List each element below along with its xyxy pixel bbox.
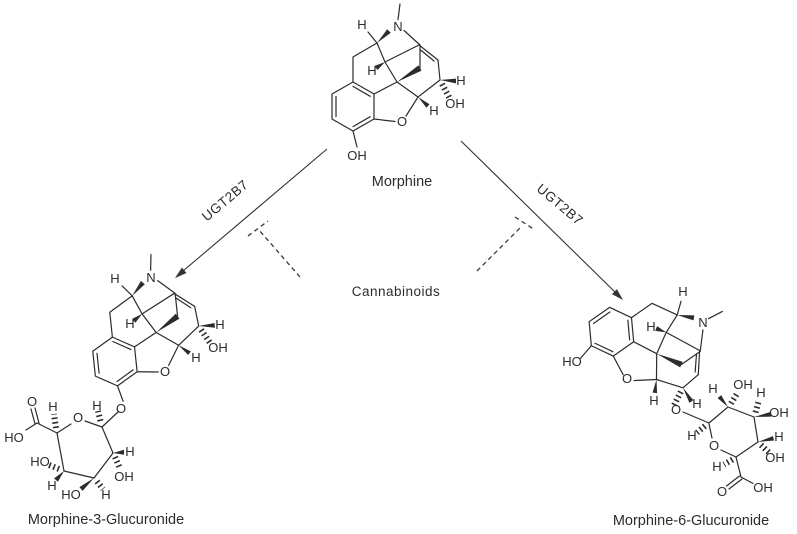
atom-label-H: H (367, 63, 376, 78)
atom-label-H: H (101, 487, 110, 502)
atom-label-O: O (27, 394, 37, 409)
ugt2b7-left-label: UGT2B7 (199, 177, 251, 224)
m6g-skeleton (566, 256, 754, 440)
atom-label-O: O (717, 484, 727, 499)
atom-label-OH: OH (753, 480, 773, 495)
atom-label-O: O (671, 402, 681, 417)
atom-label-H: H (712, 459, 721, 474)
arrowhead-left (175, 267, 187, 278)
atom-label-H: H (357, 17, 366, 32)
atom-label-H: H (692, 396, 701, 411)
atom-label-H: H (774, 429, 783, 444)
morphine-label: Morphine (372, 174, 432, 190)
cannabinoids-label: Cannabinoids (352, 284, 441, 299)
atom-label-H: H (191, 350, 200, 365)
atom-label-HO: HO (30, 454, 50, 469)
atom-label-H: H (678, 284, 687, 299)
atom-label-OH: OH (114, 469, 134, 484)
m6g-glucuronide-bonds (682, 390, 774, 490)
atom-label-HO: HO (4, 430, 24, 445)
morphine-structure: H N H H H OH O OH Morphine (332, 4, 466, 190)
m3g-label: Morphine-3-Glucuronide (28, 512, 184, 528)
atom-label-OH: OH (445, 96, 465, 111)
atom-label-HO: HO (562, 354, 582, 369)
m6g-structure: H N H H H HO O O H O H OH H OH H (562, 256, 789, 529)
atom-label-OH: OH (733, 377, 753, 392)
atom-label-H: H (649, 393, 658, 408)
atom-label-H: H (125, 444, 134, 459)
atom-label-H: H (646, 319, 655, 334)
atom-label-O: O (622, 371, 632, 386)
atom-label-O: O (116, 401, 126, 416)
atom-label-H: H (708, 381, 717, 396)
atom-label-O: O (73, 410, 83, 425)
atom-label-OH: OH (208, 340, 228, 355)
atom-label-H: H (756, 385, 765, 400)
m6g-label: Morphine-6-Glucuronide (613, 513, 769, 529)
atom-label-N: N (393, 19, 402, 34)
ugt2b7-right-label: UGT2B7 (534, 181, 586, 228)
atom-label-N: N (146, 270, 155, 285)
atom-label-H: H (125, 316, 134, 331)
inhibition-dash-right (476, 216, 536, 272)
atom-label-H: H (110, 271, 119, 286)
atom-label-OH: OH (769, 405, 789, 420)
atom-label-O: O (397, 114, 407, 129)
atom-label-H: H (429, 103, 438, 118)
m3g-structure: H N H H H OH O O H O H O HO H OH (4, 249, 228, 528)
atom-label-O: O (709, 438, 719, 453)
atom-label-O: O (160, 364, 170, 379)
atom-label-H: H (47, 478, 56, 493)
atom-label-H: H (687, 428, 696, 443)
atom-label-N: N (698, 315, 707, 330)
atom-label-OH: OH (765, 450, 785, 465)
atom-label-OH: OH (347, 148, 367, 163)
atom-label-H: H (48, 399, 57, 414)
ugt2b7-arrow-right: UGT2B7 (460, 140, 623, 300)
inhibition-dash-left (247, 220, 301, 278)
atom-label-HO: HO (61, 487, 81, 502)
arrowhead-right (612, 289, 623, 300)
atom-label-H: H (456, 73, 465, 88)
m3g-glucuronide-bonds (25, 407, 124, 491)
cannabinoids-inhibitor: Cannabinoids (247, 216, 536, 299)
atom-label-H: H (215, 317, 224, 332)
atom-label-H: H (92, 398, 101, 413)
ugt2b7-arrow-left: UGT2B7 (175, 148, 328, 278)
